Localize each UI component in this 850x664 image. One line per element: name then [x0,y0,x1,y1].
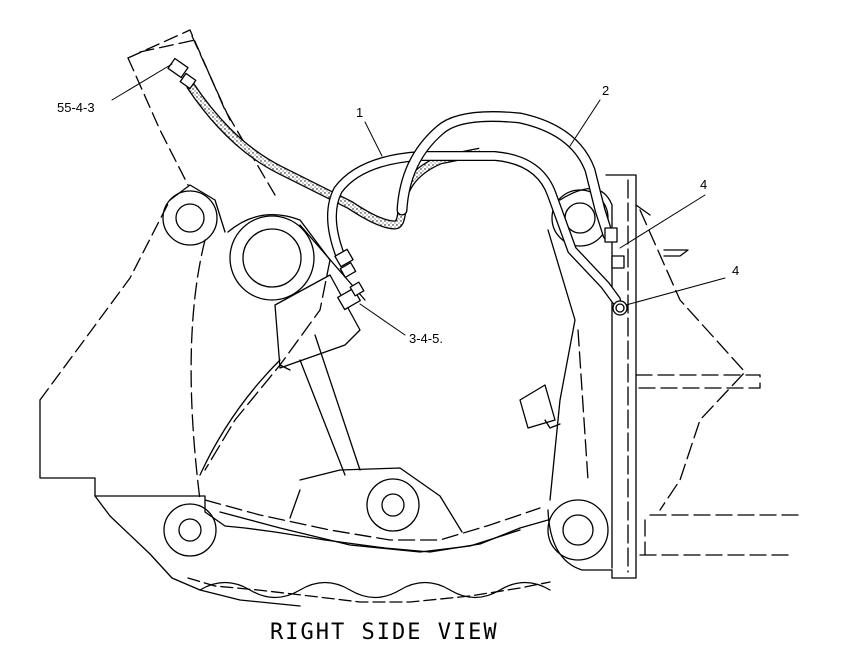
callout-5-4-3: 55-4-3 [57,101,95,114]
main-pivot-pin [229,215,315,301]
cylinder-block [274,274,361,369]
linkage-body [190,214,463,533]
hose-fittings [167,57,628,316]
upper-left-pin [162,190,218,246]
lower-left-pin [163,503,217,557]
fitting-mid [334,248,354,268]
lower-center-pin [366,478,420,532]
mounting-plate [605,174,651,579]
bucket-outline [39,184,551,607]
hose-pipe [326,151,621,305]
callout-1: 1 [356,105,364,120]
fitting-lower-right [612,300,628,316]
fitting-top-left [167,57,189,79]
callout-5-4-3-text: 5-4-3 [64,100,95,115]
leader-lines [111,63,726,336]
view-title: RIGHT SIDE VIEW [270,620,499,645]
loader-arm [635,209,801,556]
callout-2: 2 [602,83,610,98]
callout-3-4-5: 3-4-5. [409,331,443,346]
upper-link-arm [127,29,276,196]
pivot-pins [162,189,609,561]
lower-right-pin [547,499,609,561]
callout-4-upper: 4 [700,177,708,192]
hose-2 [396,111,614,241]
callout-4-lower: 4 [732,263,740,278]
callout-5-4-3-prefix: 5 [57,100,65,115]
fitting-upper-right [604,227,618,243]
bracket [663,249,689,257]
